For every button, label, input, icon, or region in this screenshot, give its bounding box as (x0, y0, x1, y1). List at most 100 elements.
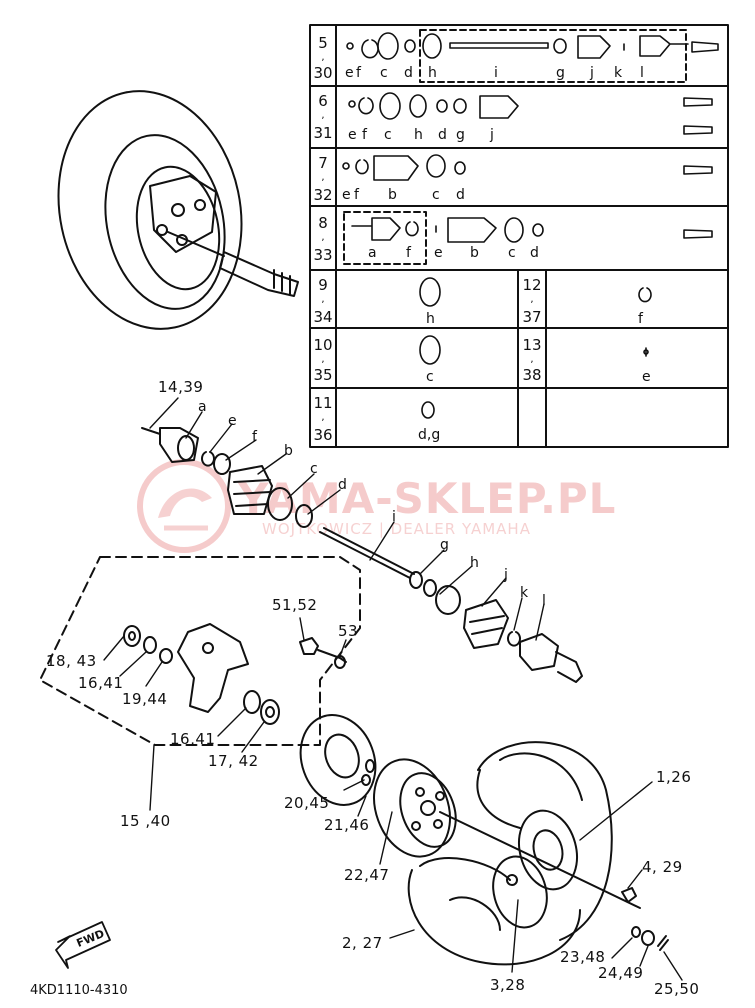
row-num-10: 10 (313, 336, 333, 354)
part-letter-d: d (338, 477, 347, 493)
diagram-code: 4KD1110-4310 (30, 983, 128, 998)
row-num-35: 35 (313, 366, 333, 384)
row-sep: , (321, 172, 325, 183)
part-letter-b: b (284, 443, 293, 459)
callout-24-49: 24,49 (598, 964, 644, 982)
row-num-30: 30 (313, 64, 333, 82)
callout-18-43: 18, 43 (46, 652, 97, 670)
row-sep: , (321, 52, 325, 63)
row-num-37: 37 (522, 308, 542, 326)
part-letter-j: j (504, 567, 508, 583)
tbl-letter: f (354, 187, 359, 203)
drive-shaft-exploded-icon (141, 427, 583, 683)
callout-25-50: 25,50 (654, 980, 700, 998)
tbl-letter: b (470, 245, 479, 261)
callout-51-52: 51,52 (272, 596, 318, 614)
tbl-letter: j (490, 127, 494, 143)
part-letter-e: e (228, 413, 237, 429)
row-num-13: 13 (522, 336, 542, 354)
part-letter-a: a (198, 399, 207, 415)
fwd-arrow-icon (55, 921, 111, 969)
tbl-letter: c (432, 187, 440, 203)
part-letter-g: g (440, 537, 449, 553)
upper-tire-icon (57, 90, 299, 330)
row-num-33: 33 (313, 246, 333, 264)
row-num-5: 5 (318, 34, 328, 52)
row-num-31: 31 (313, 124, 333, 142)
row-num-32: 32 (313, 186, 333, 204)
callout-4-29: 4, 29 (642, 858, 683, 876)
tbl-letter: f (406, 245, 411, 261)
tbl-letter: h (428, 65, 437, 81)
tbl-letter: e (342, 187, 351, 203)
lower-tire-icon (407, 741, 613, 966)
row-num-38: 38 (522, 366, 542, 384)
tbl-letter: a (368, 245, 377, 261)
tbl-letter: d (530, 245, 539, 261)
row-num-8: 8 (318, 214, 328, 232)
tbl-letter: e (642, 369, 651, 385)
tbl-letter: h (414, 127, 423, 143)
row-num-7: 7 (318, 154, 328, 172)
tbl-letter: f (356, 65, 361, 81)
tbl-letter: e (348, 127, 357, 143)
row-sep: , (321, 232, 325, 243)
part-letter-h: h (470, 555, 479, 571)
row-sep: , (530, 354, 534, 365)
part-letter-f: f (252, 429, 257, 445)
brake-disc-icon (299, 714, 377, 806)
row-num-11: 11 (313, 394, 333, 412)
tbl-letter: d (456, 187, 465, 203)
callout-3-28: 3,28 (490, 976, 526, 994)
parts-table-frame (309, 24, 729, 448)
row-sep: , (321, 110, 325, 121)
knuckle-dashed-frame (39, 556, 361, 746)
part-letter-k: k (520, 585, 529, 601)
knuckle-parts-icon (123, 623, 347, 725)
tbl-letter: c (380, 65, 388, 81)
callout-19-44: 19,44 (122, 690, 168, 708)
callout-20-45: 20,45 (284, 794, 330, 812)
callout-17-42: 17, 42 (208, 752, 259, 770)
callout-21-46: 21,46 (324, 816, 370, 834)
wheel-hardware-icon (621, 887, 669, 951)
part-letter-l: l (542, 593, 546, 609)
row-sep: , (321, 294, 325, 305)
callout-1-26: 1,26 (656, 768, 692, 786)
part-letter-i: i (392, 509, 396, 525)
tbl-letter: j (590, 65, 594, 81)
row-num-9: 9 (318, 276, 328, 294)
tbl-letter: d (438, 127, 447, 143)
watermark-brand: YAMA-SKLEP.PL (238, 474, 617, 523)
tbl-letter: b (388, 187, 397, 203)
wheel-hub-icon (373, 758, 641, 909)
tbl-letter: d (404, 65, 413, 81)
callout-53: 53 (338, 622, 359, 640)
callout-15-40: 15 ,40 (120, 812, 171, 830)
callout-16-41-a: 16,41 (78, 674, 124, 692)
callout-16-41-b: 16,41 (170, 730, 216, 748)
row-sep: , (321, 412, 325, 423)
callout-23-48: 23,48 (560, 948, 606, 966)
leader-lines (103, 397, 683, 981)
row-num-36: 36 (313, 426, 333, 444)
tbl-letter: l (640, 65, 644, 81)
callout-22-47: 22,47 (344, 866, 390, 884)
tbl-letter: k (614, 65, 623, 81)
tbl-letter: e (345, 65, 354, 81)
tbl-letter: d,g (418, 427, 441, 443)
tbl-letter: e (434, 245, 443, 261)
tbl-letter: c (508, 245, 516, 261)
table-part-glyphs (342, 32, 719, 419)
callout-2-27: 2, 27 (342, 934, 383, 952)
tbl-letter: f (638, 311, 643, 327)
tbl-letter: c (426, 369, 434, 385)
tbl-letter: g (456, 127, 465, 143)
part-letter-c: c (310, 461, 318, 477)
callout-14-39: 14,39 (158, 378, 204, 396)
tbl-letter: c (384, 127, 392, 143)
tbl-letter: i (494, 65, 498, 81)
tbl-letter: g (556, 65, 565, 81)
